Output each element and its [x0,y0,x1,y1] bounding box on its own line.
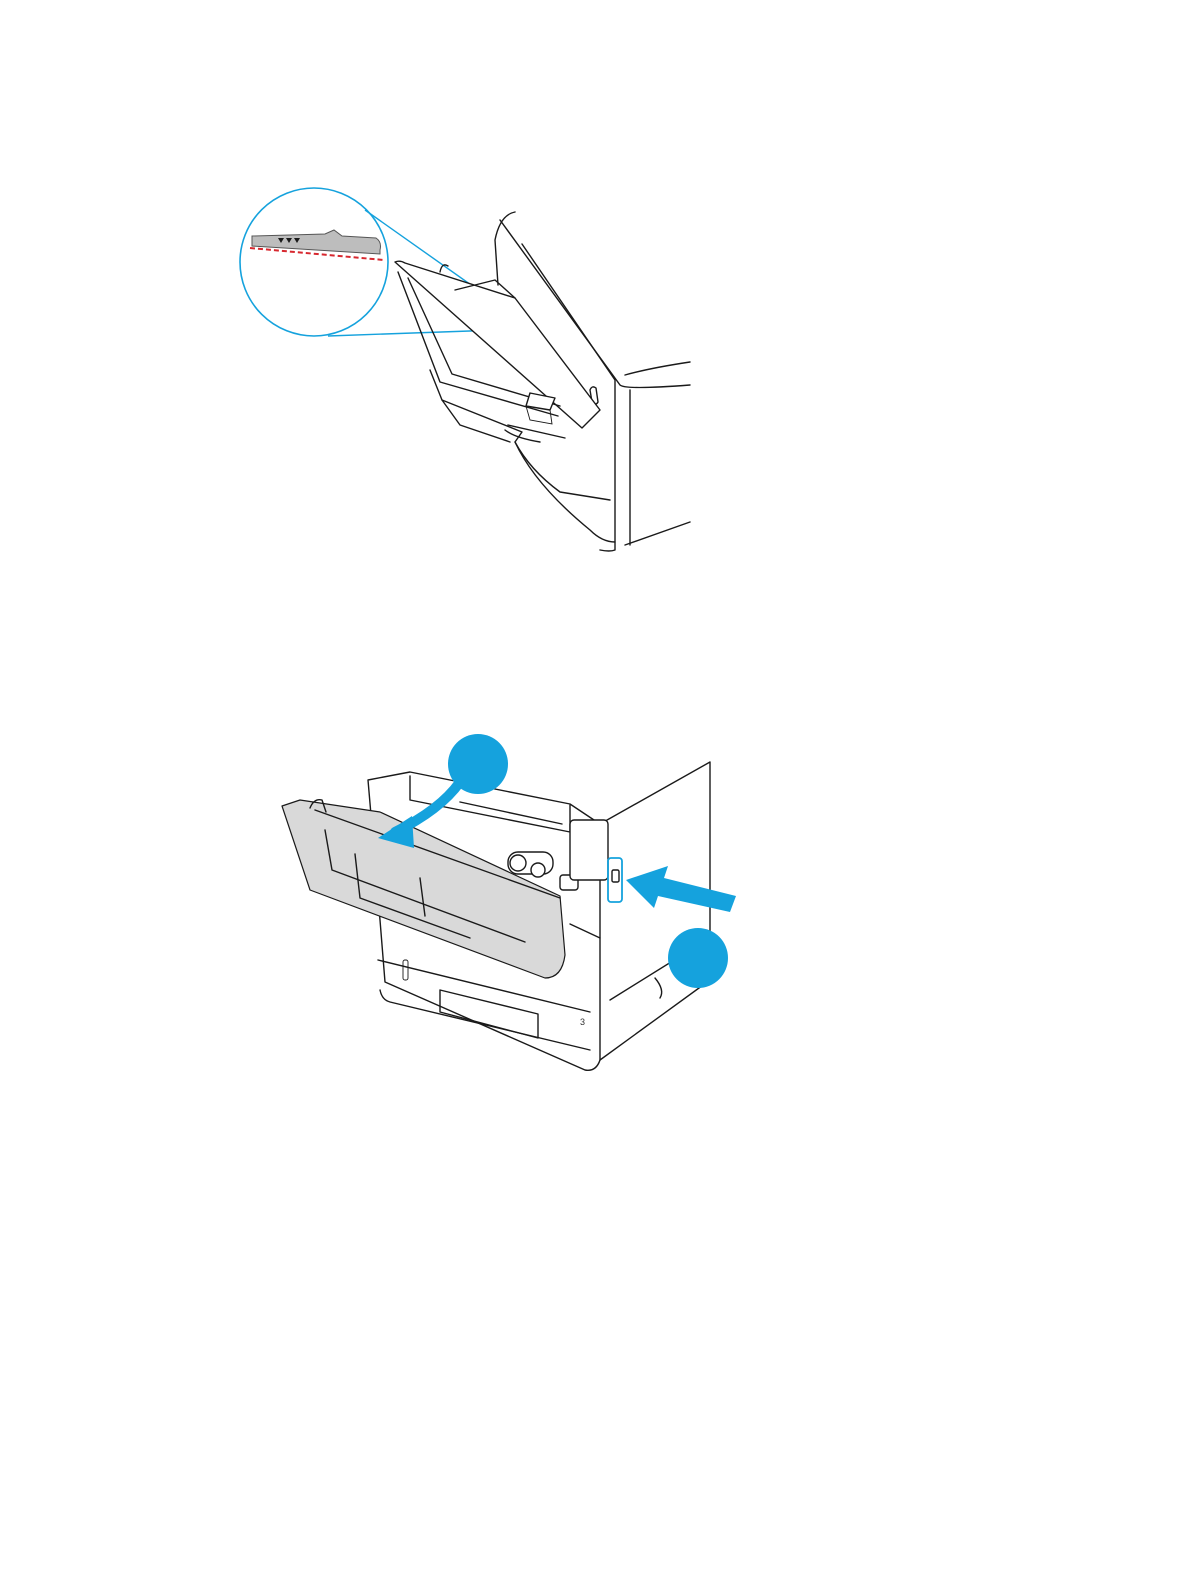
step-callout-1 [448,734,508,794]
front-door-illustration: 3 [270,720,750,1085]
tray-label: 3 [580,1017,585,1027]
step-callout-2 [668,928,728,988]
mp-tray-illustration [230,180,700,560]
push-arrow-icon [626,866,736,912]
figure-mp-tray [230,180,700,560]
printer-body [495,212,690,551]
mp-tray [395,261,615,542]
door-release-button [608,858,622,902]
figure-open-front-door: 3 [270,720,750,1085]
